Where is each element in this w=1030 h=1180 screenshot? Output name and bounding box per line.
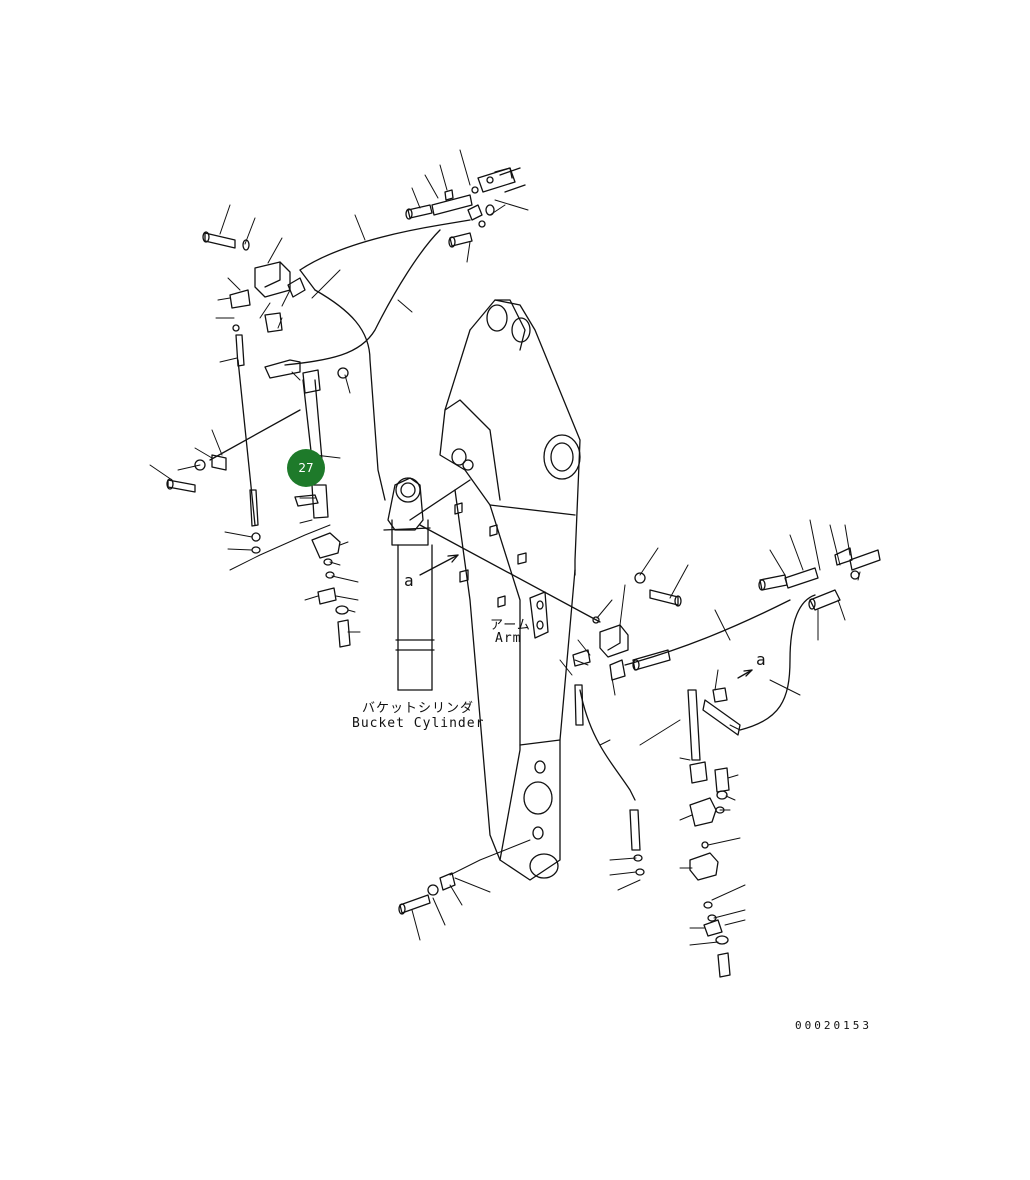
drawing-number: 00020153 [795,1019,872,1032]
arm-label-en: Arm [495,631,522,646]
leader-lines [149,149,861,946]
view-a-label-right: a [756,650,767,669]
bucket-cylinder-label-jp: バケットシリンダ [362,701,475,716]
arm-body [439,299,581,881]
hose-lines [209,219,816,801]
view-a-label: a [404,571,415,590]
view-arrows [419,554,753,679]
bucket-cylinder-label-en: Bucket Cylinder [352,716,485,731]
arm-label-jp: アーム [490,618,531,633]
part-number-callout[interactable]: 27 [287,449,325,487]
top-fittings [405,167,526,248]
